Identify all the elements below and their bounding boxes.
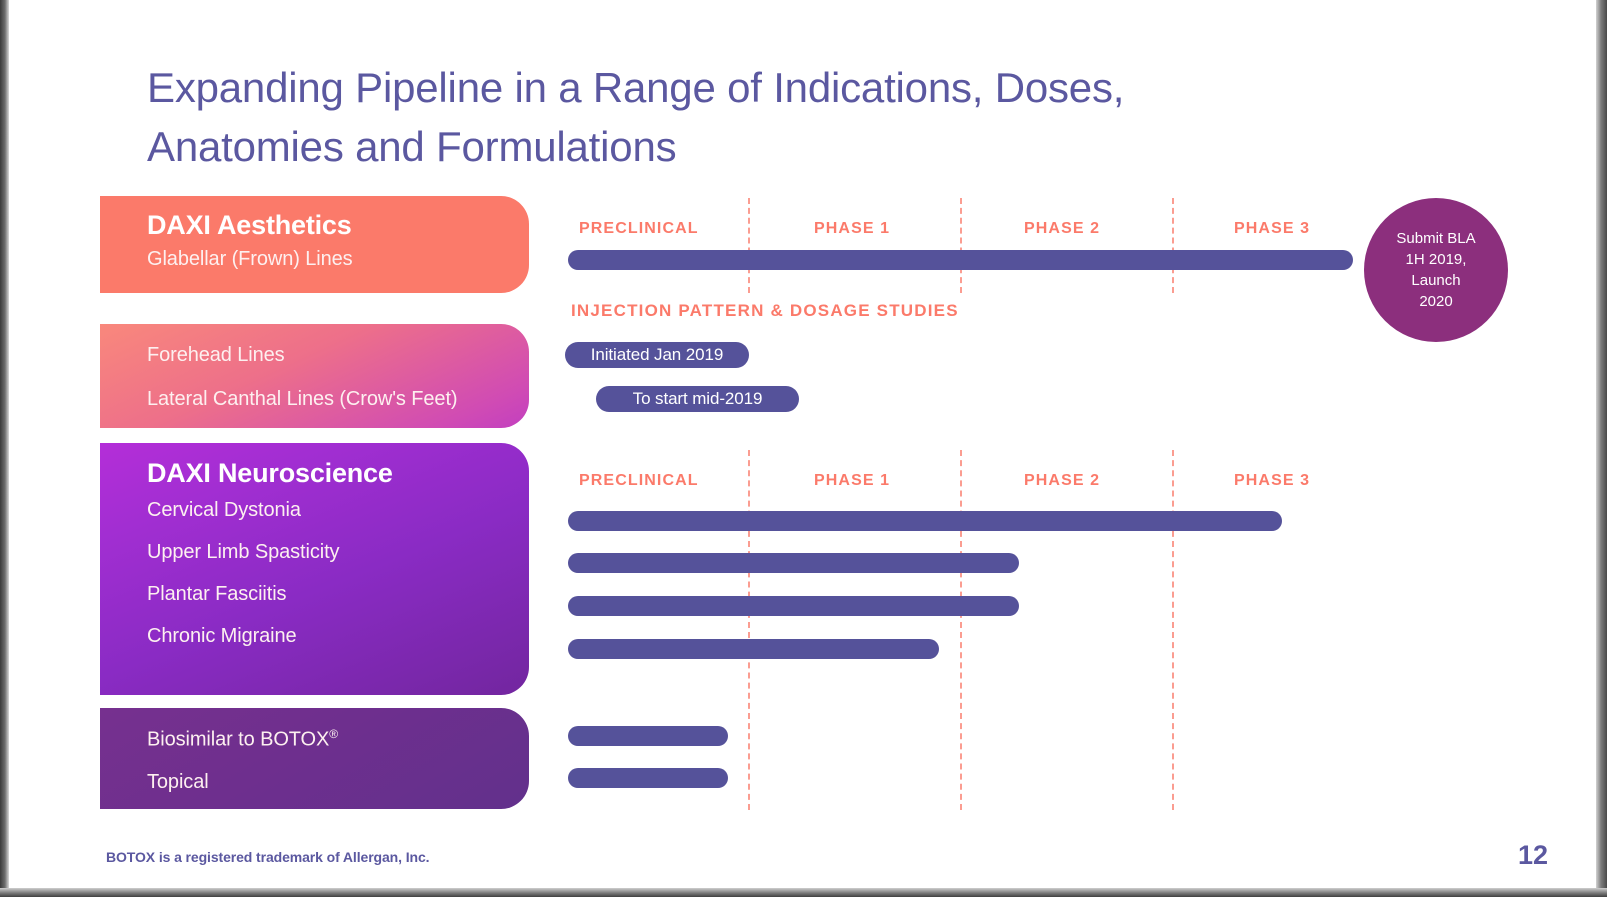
card-daxi-neuroscience[interactable]: DAXI Neuroscience Cervical Dystonia Uppe… xyxy=(100,443,529,695)
slide-frame-right-edge xyxy=(1596,0,1607,897)
phase-header-row-aesthetics: PRECLINICAL PHASE 1 PHASE 2 PHASE 3 xyxy=(9,220,1596,242)
footnote-trademark: BOTOX is a registered trademark of Aller… xyxy=(106,849,430,865)
page-number: 12 xyxy=(1518,840,1549,870)
section-label-injection-pattern: INJECTION PATTERN & DOSAGE STUDIES xyxy=(571,301,959,320)
page-title: Expanding Pipeline in a Range of Indicat… xyxy=(147,64,1125,170)
slide-canvas: Expanding Pipeline in a Range of Indicat… xyxy=(9,0,1596,888)
card-item-upper-limb-spasticity: Upper Limb Spasticity xyxy=(147,541,340,563)
phase-separator-2-bottom xyxy=(960,450,962,810)
registered-trademark-icon: ® xyxy=(329,727,338,741)
phase-label-phase2-aesthetics: PHASE 2 xyxy=(1024,220,1101,237)
phase-label-preclinical-aesthetics: PRECLINICAL xyxy=(579,220,699,237)
progress-bar-upper-limb-spasticity xyxy=(568,553,1019,573)
card-title-aesthetics: DAXI Aesthetics xyxy=(147,210,352,240)
badge-line-1: Submit BLA xyxy=(1396,230,1476,247)
card-item-topical: Topical xyxy=(147,770,209,793)
card-item-glabellar: Glabellar (Frown) Lines xyxy=(147,248,353,270)
phase-separator-3-top xyxy=(1172,198,1174,293)
phase-label-phase3-neuro: PHASE 3 xyxy=(1234,472,1311,489)
pill-initiated-jan-2019: Initiated Jan 2019 xyxy=(565,342,749,368)
phase-separator-1-bottom xyxy=(748,450,750,810)
card-title-neuroscience: DAXI Neuroscience xyxy=(147,458,393,488)
card-item-lateral-canthal-lines: Lateral Canthal Lines (Crow's Feet) xyxy=(147,388,458,410)
badge-line-3: Launch xyxy=(1411,272,1461,289)
phase-label-phase2-neuro: PHASE 2 xyxy=(1024,472,1101,489)
pill-to-start-mid-2019: To start mid-2019 xyxy=(596,386,799,412)
card-aesthetics-secondary[interactable]: Forehead Lines Lateral Canthal Lines (Cr… xyxy=(100,324,529,428)
phase-label-phase1-aesthetics: PHASE 1 xyxy=(814,220,891,237)
card-other-formulations[interactable]: Biosimilar to BOTOX® Topical xyxy=(100,708,529,809)
card-item-chronic-migraine: Chronic Migraine xyxy=(147,625,297,647)
badge-line-4: 2020 xyxy=(1419,293,1453,310)
progress-bar-biosimilar-botox xyxy=(568,726,728,746)
phase-label-phase3-aesthetics: PHASE 3 xyxy=(1234,220,1311,237)
phase-header-row-neuroscience: PRECLINICAL PHASE 1 PHASE 2 PHASE 3 xyxy=(9,472,1596,494)
phase-separator-1-top xyxy=(748,198,750,293)
milestone-badge-submit-bla: Submit BLA 1H 2019, Launch 2020 xyxy=(1364,198,1508,342)
progress-bar-cervical-dystonia xyxy=(568,511,1282,531)
card-item-biosimilar-label: Biosimilar to BOTOX xyxy=(147,728,330,751)
slide-frame-left-edge xyxy=(0,0,9,897)
progress-bar-chronic-migraine xyxy=(568,639,939,659)
phase-separator-2-top xyxy=(960,198,962,293)
card-item-plantar-fasciitis: Plantar Fasciitis xyxy=(147,583,287,605)
phase-separator-3-bottom xyxy=(1172,450,1174,810)
phase-label-phase1-neuro: PHASE 1 xyxy=(814,472,891,489)
card-item-biosimilar-botox: Biosimilar to BOTOX® xyxy=(147,727,529,752)
progress-bar-plantar-fasciitis xyxy=(568,596,1019,616)
progress-bar-glabellar-frown-lines xyxy=(568,250,1353,270)
card-daxi-aesthetics[interactable]: DAXI Aesthetics Glabellar (Frown) Lines xyxy=(100,196,529,293)
card-item-forehead-lines: Forehead Lines xyxy=(147,344,285,366)
card-item-cervical-dystonia: Cervical Dystonia xyxy=(147,499,301,521)
phase-label-preclinical-neuro: PRECLINICAL xyxy=(579,472,699,489)
badge-line-2: 1H 2019, xyxy=(1405,251,1467,268)
progress-bar-topical xyxy=(568,768,728,788)
slide-frame-bottom-edge xyxy=(0,888,1607,897)
